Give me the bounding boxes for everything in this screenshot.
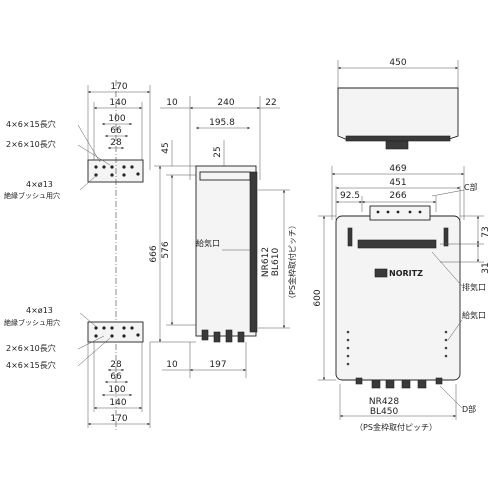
label-4x6x15-slot-top: 4×6×15長穴 [6,119,56,129]
dim-195-8-side: 195.8 [209,118,235,128]
dim-469-front: 469 [389,164,406,174]
label-c-part: C部 [464,182,478,192]
side-unit-body [195,165,257,337]
brand-logo-mark [374,268,388,278]
lower-bracket [87,321,144,343]
label-exhaust-port: 排気口 [462,282,486,292]
dim-240-side: 240 [217,98,234,108]
dim-450-top-view: 450 [389,58,406,68]
side-pipe-fittings [201,329,245,343]
exhaust-slot [357,239,437,249]
pitch-note-side: （PS金枠取付ピッチ） [287,221,297,303]
dim-66-bottom: 66 [110,372,122,382]
label-insulating-bush-bottom: 絶縁ブッシュ用穴 [4,318,60,327]
dim-10-top-side: 10 [166,98,178,108]
top-view: 450 [337,58,459,150]
label-insulating-bush-top: 絶縁ブッシュ用穴 [4,191,60,200]
dim-92-5-front: 92.5 [340,191,360,201]
label-air-intake-side: 給気口 [196,238,220,248]
top-view-body [337,87,459,141]
dim-197-side: 197 [209,360,226,370]
front-top-bracket [369,205,431,221]
side-view: 10 240 22 195.8 45 25 666 576 給気口 [149,96,297,378]
dim-576-side: 576 [161,241,171,258]
label-4xdia13-top: 4×ø13 [26,180,53,189]
dim-22-side: 22 [265,98,276,108]
label-2x6x10-slot-bottom: 2×6×10長穴 [6,343,56,353]
dim-451-front: 451 [389,178,406,188]
dim-170-bottom: 170 [110,414,127,424]
label-4x6x15-slot-bottom: 4×6×15長穴 [6,360,56,370]
pitch-nr428: NR428 [369,397,399,407]
dim-100-top: 100 [108,114,125,124]
label-4xdia13-bottom: 4×ø13 [26,306,53,315]
dim-600-front: 600 [313,289,323,306]
indicator-lamps-right [444,330,448,358]
dim-25-side: 25 [213,146,223,157]
left-bracket-views: 170 140 100 66 28 4×6×15長穴 2×6×10長穴 4×ø1… [4,80,151,430]
pitch-bl450: BL450 [370,407,399,417]
dim-666-side: 666 [149,245,159,262]
dim-66-top: 66 [110,126,122,136]
dim-73-front: 73 [481,226,491,237]
label-d-part: D部 [462,404,476,414]
dim-10-bottom-side: 10 [166,360,178,370]
dim-140-bottom: 140 [109,398,126,408]
dim-28-bottom: 28 [110,360,122,370]
pitch-nr612: NR612 [261,247,271,277]
pitch-note-front: （PS金枠取付ピッチ） [355,422,437,432]
dim-100-bottom: 100 [108,385,125,395]
pitch-bl610: BL610 [271,248,281,277]
indicator-lamps-left [346,330,350,366]
dim-45-side: 45 [161,142,171,153]
label-2x6x10-slot-top: 2×6×10長穴 [6,139,56,149]
dim-266-front: 266 [389,191,406,201]
label-air-intake-front: 給気口 [462,310,486,320]
dim-170-top: 170 [110,82,127,92]
brand-logo: NORITZ [389,269,423,278]
upper-bracket [87,159,144,183]
dim-31-front: 31 [481,262,491,273]
dim-140-top: 140 [109,98,126,108]
side-unit-frame [249,171,258,333]
front-view: 469 451 92.5 266 C部 NORITZ [313,164,491,432]
front-pipe-fittings [355,377,443,389]
